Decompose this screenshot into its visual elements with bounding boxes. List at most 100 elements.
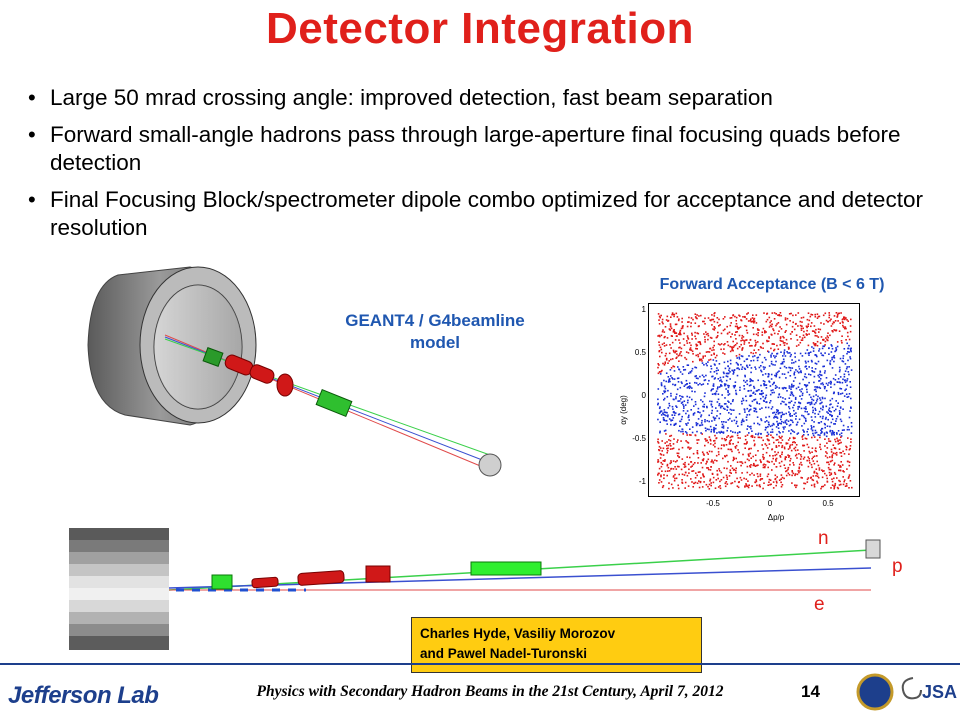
- scatter-point: [811, 360, 813, 363]
- scatter-point: [789, 375, 792, 377]
- scatter-point: [834, 447, 837, 450]
- scatter-point: [805, 362, 807, 364]
- scatter-point: [680, 402, 683, 404]
- scatter-point: [756, 484, 758, 487]
- scatter-point: [775, 426, 778, 428]
- scatter-point: [799, 470, 801, 472]
- scatter-point: [726, 454, 728, 457]
- scatter-point: [780, 422, 782, 425]
- scatter-point: [754, 393, 757, 395]
- scatter-point: [746, 366, 749, 369]
- scatter-point: [673, 424, 675, 426]
- scatter-point: [742, 336, 745, 338]
- scatter-point: [808, 373, 810, 376]
- scatter-point: [848, 464, 851, 467]
- scatter-point: [741, 334, 744, 337]
- scatter-point: [695, 375, 697, 377]
- scatter-point: [831, 456, 833, 459]
- scatter-point: [684, 471, 687, 474]
- scatter-point: [672, 468, 675, 470]
- scatter-point: [788, 385, 791, 387]
- scatter-point: [715, 454, 718, 457]
- scatter-point: [670, 467, 673, 470]
- doe-seal-icon: [856, 673, 894, 711]
- scatter-point: [789, 394, 792, 396]
- scatter-point: [695, 423, 698, 426]
- scatter-point: [712, 460, 714, 463]
- scatter-point: [814, 362, 817, 365]
- scatter-point: [809, 452, 811, 454]
- scatter-point: [749, 405, 752, 407]
- scatter-point: [846, 446, 848, 449]
- scatter-point: [843, 395, 846, 397]
- scatter-point: [706, 460, 708, 463]
- scatter-point: [819, 328, 822, 331]
- scatter-point: [701, 451, 704, 453]
- scatter-point: [833, 391, 835, 394]
- scatter-point: [806, 329, 808, 332]
- scatter-point: [794, 323, 797, 325]
- scatter-point: [660, 461, 662, 464]
- scatter-point: [778, 370, 780, 372]
- scatter-point: [836, 341, 839, 343]
- scatter-point: [663, 342, 665, 344]
- scatter-point: [847, 437, 849, 439]
- scatter-point: [818, 315, 821, 318]
- scatter-point: [796, 484, 798, 487]
- scatter-point: [676, 406, 678, 408]
- scatter-point: [764, 429, 767, 431]
- scatter-point: [781, 387, 784, 389]
- scatter-point: [687, 446, 689, 449]
- scatter-point: [834, 452, 837, 455]
- scatter-point: [838, 370, 841, 373]
- scatter-point: [798, 406, 800, 408]
- scatter-point: [694, 381, 696, 384]
- scatter-point: [686, 456, 688, 458]
- scatter-point: [702, 474, 704, 477]
- scatter-point: [658, 445, 661, 448]
- scatter-point: [726, 476, 728, 479]
- scatter-point: [778, 430, 780, 433]
- scatter-point: [693, 482, 695, 485]
- scatter-point: [769, 393, 772, 396]
- scatter-point: [828, 409, 830, 411]
- scatter-point: [752, 359, 755, 362]
- scatter-point: [753, 444, 756, 447]
- scatter-point: [661, 330, 664, 333]
- scatter-point: [671, 312, 674, 314]
- scatter-point: [784, 317, 787, 319]
- scatter-point: [677, 333, 680, 335]
- scatter-point: [697, 457, 700, 459]
- bullet-final-focusing: Final Focusing Block/spectrometer dipole…: [28, 186, 938, 242]
- scatter-point: [667, 466, 670, 469]
- scatter-point: [769, 400, 772, 402]
- scatter-point: [740, 421, 743, 424]
- scatter-point: [678, 354, 681, 356]
- scatter-point: [790, 353, 792, 356]
- scatter-point: [677, 355, 680, 357]
- scatter-point: [703, 481, 705, 483]
- scatter-point: [816, 386, 818, 388]
- scatter-point: [712, 385, 715, 387]
- scatter-point: [843, 480, 845, 483]
- scatter-point: [689, 386, 692, 388]
- scatter-point: [718, 404, 720, 407]
- scatter-point: [746, 441, 748, 443]
- scatter-point: [726, 332, 729, 335]
- scatter-point: [705, 351, 708, 353]
- scatter-point: [843, 379, 846, 382]
- scatter-point: [781, 451, 783, 454]
- scatter-point: [830, 403, 832, 405]
- scatter-point: [817, 434, 819, 436]
- scatter-point: [669, 344, 671, 346]
- scatter-point: [709, 347, 711, 350]
- scatter-point: [660, 383, 663, 386]
- scatter-point: [770, 360, 773, 363]
- scatter-point: [775, 446, 778, 448]
- scatter-point: [682, 366, 685, 368]
- scatter-point: [794, 449, 797, 452]
- scatter-point: [691, 398, 693, 401]
- scatter-point: [783, 373, 786, 375]
- scatter-point: [778, 462, 781, 464]
- scatter-point: [730, 336, 732, 338]
